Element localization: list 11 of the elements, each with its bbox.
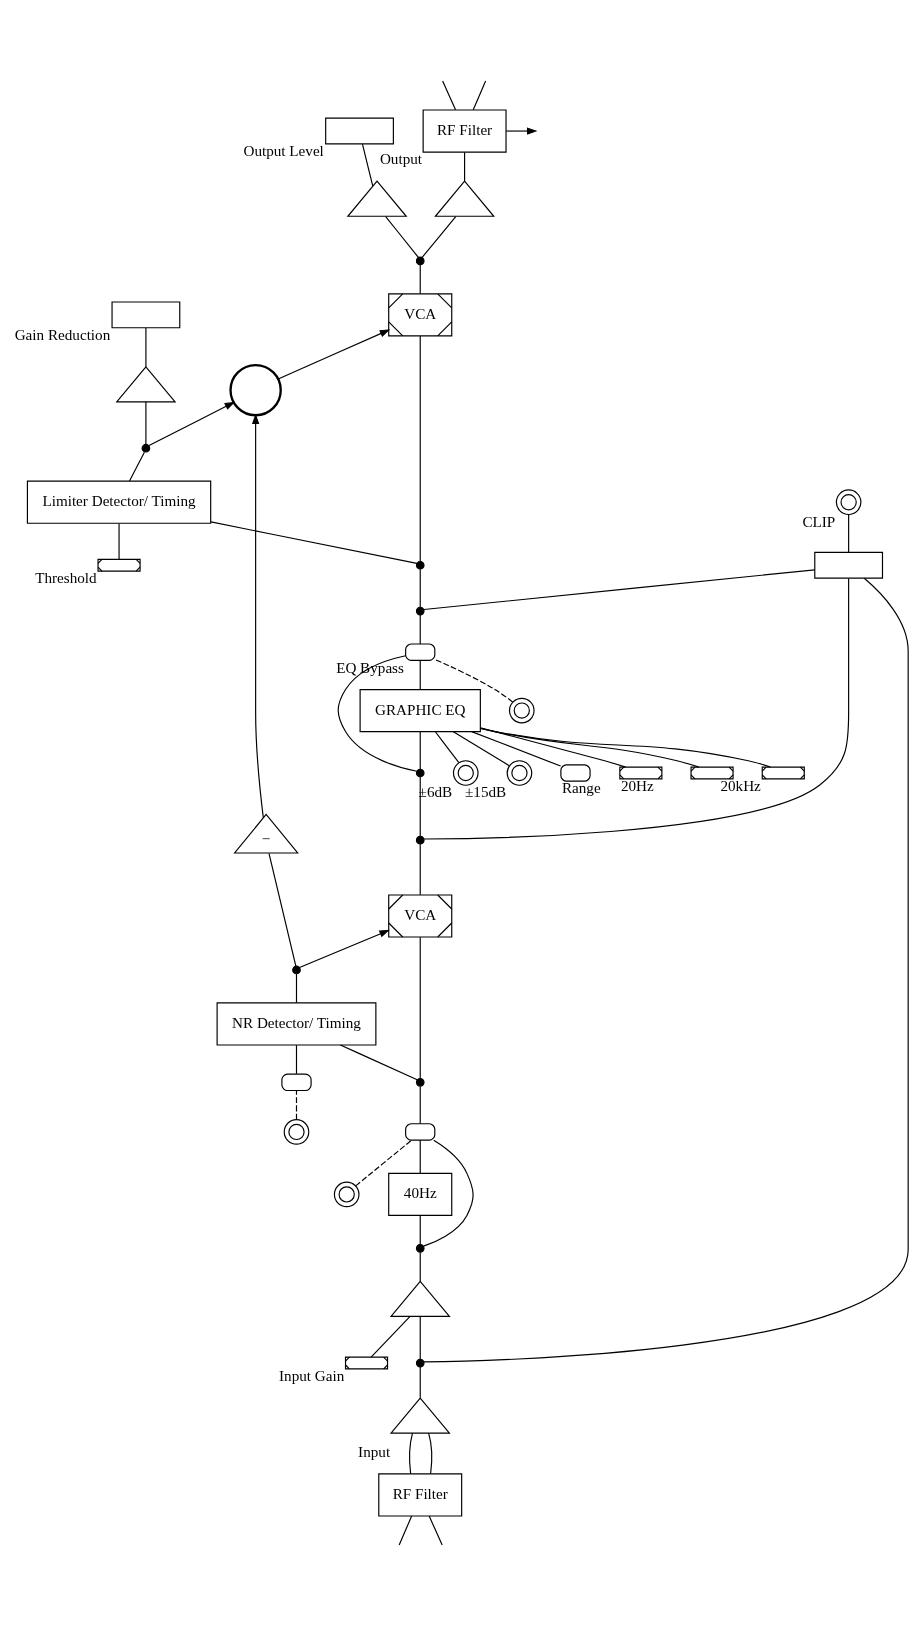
node-label: ±15dB xyxy=(465,783,507,801)
node-label: Range xyxy=(561,779,601,797)
node-label: Threshold xyxy=(35,569,97,587)
node-label: Input xyxy=(358,1442,391,1460)
node-label: Output xyxy=(379,150,423,168)
node-label: CLIP xyxy=(802,512,836,530)
node-label: 20Hz xyxy=(620,776,654,794)
node-label: Gain Reduction xyxy=(14,325,111,343)
node-label: 20kHz xyxy=(720,776,761,794)
node-label: Input Gain xyxy=(279,1367,345,1385)
node-label: Output Level xyxy=(243,142,324,160)
